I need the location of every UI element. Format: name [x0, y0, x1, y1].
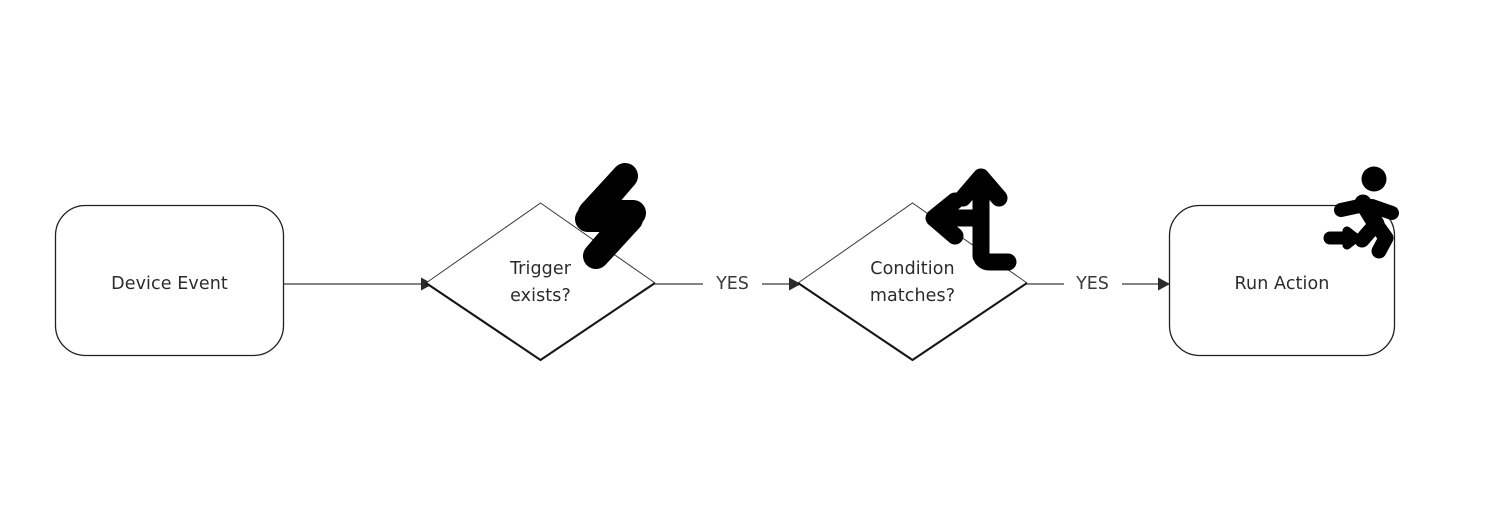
node-trigger-exists-shape-bottom[interactable] [425, 282, 656, 362]
lightning-bolt-icon [575, 163, 646, 269]
node-device-event[interactable] [55, 205, 284, 356]
edge-condition-to-action-label: YES [1076, 274, 1109, 294]
node-run-action[interactable] [1169, 205, 1395, 356]
node-device-event-shape[interactable] [54, 204, 285, 357]
node-condition-matches-shape-bottom[interactable] [797, 282, 1028, 362]
edge-trigger-to-condition-label: YES [716, 274, 749, 294]
branch-arrow-icon [925, 168, 1017, 271]
edge-condition-to-action-arrowhead [1158, 277, 1170, 291]
node-condition-matches[interactable] [798, 203, 1027, 360]
node-trigger-exists[interactable] [426, 203, 655, 360]
running-person-icon [1323, 166, 1399, 259]
edge-trigger-to-condition-arrowhead [789, 277, 801, 291]
